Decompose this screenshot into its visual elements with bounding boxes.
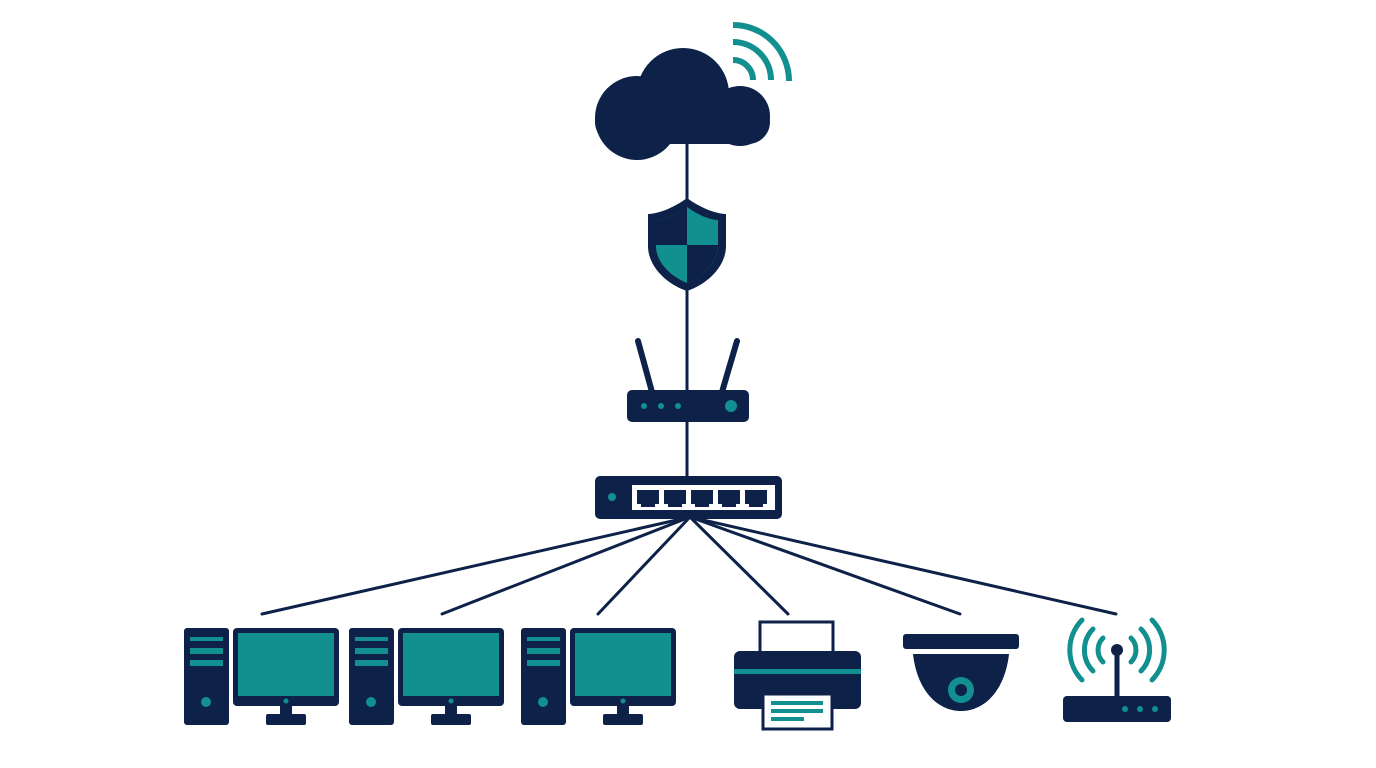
cloud-icon xyxy=(595,48,770,160)
link-switch-wireless-access-point xyxy=(688,515,1118,616)
desktop-computer-icon xyxy=(349,628,504,725)
link-switch-workstation-2 xyxy=(440,515,692,616)
router-icon xyxy=(627,338,749,422)
link-switch-security-camera xyxy=(688,515,962,616)
wireless-access-point-icon xyxy=(1063,617,1171,722)
computer-tower-icon xyxy=(521,628,566,725)
computer-tower-icon xyxy=(184,628,229,725)
desktop-computer-icon xyxy=(521,628,676,725)
wifi-signal-icon xyxy=(732,22,792,82)
monitor-icon xyxy=(398,628,504,725)
monitor-icon xyxy=(233,628,339,725)
link-switch-workstation-3 xyxy=(596,515,692,616)
monitor-icon xyxy=(570,628,676,725)
network-switch-icon xyxy=(595,476,782,519)
printer-icon xyxy=(734,620,861,731)
desktop-computer-icon xyxy=(184,628,339,725)
dome-camera-icon xyxy=(903,634,1019,711)
connection-lines xyxy=(260,138,1118,616)
shield-icon xyxy=(648,198,726,291)
link-switch-workstation-1 xyxy=(260,515,692,616)
computer-tower-icon xyxy=(349,628,394,725)
link-switch-printer xyxy=(688,515,790,616)
